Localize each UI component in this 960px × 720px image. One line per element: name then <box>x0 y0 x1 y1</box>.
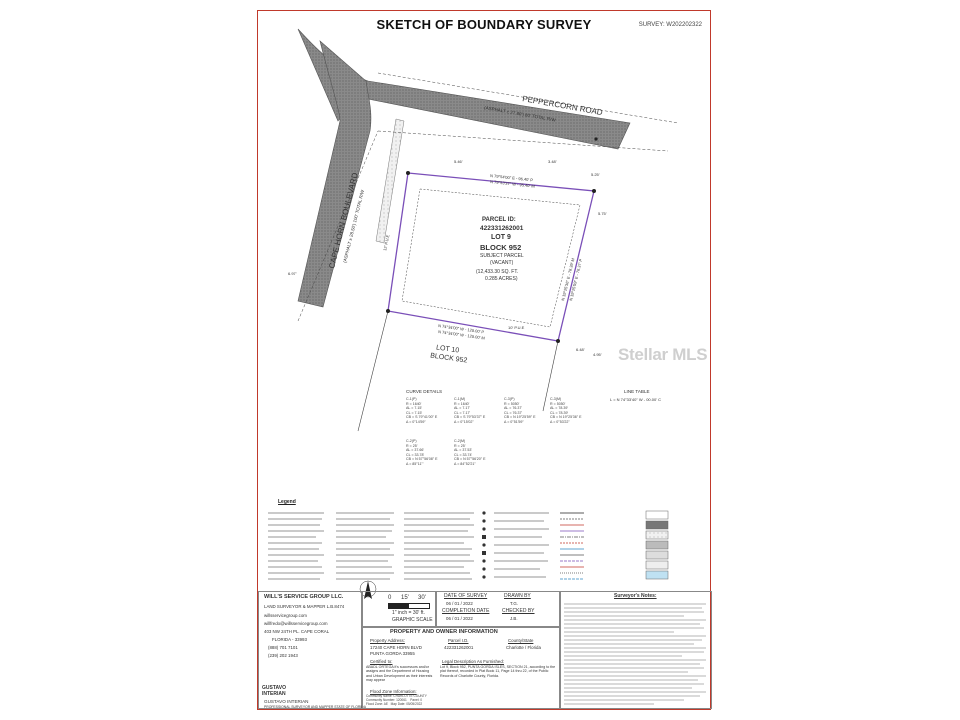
survey-number: SURVEY: W202202322 <box>638 22 702 28</box>
legal-value: Lot 9, Block 952, PUNTA GORDA ISLES, SEC… <box>440 665 556 678</box>
company-state: FLORIDA - 33993 <box>272 637 307 642</box>
svg-text:N 74°34'00" W - 125.00' M: N 74°34'00" W - 125.00' M <box>438 329 485 340</box>
completion-date-value: 06 / 01 / 2022 <box>446 616 473 621</box>
checked-by-value: J.B. <box>510 616 518 621</box>
page-title: SKETCH OF BOUNDARY SURVEY <box>376 17 592 32</box>
scale-label: GRAPHIC SCALE <box>392 617 433 623</box>
plat-drawing: N 79°54'00" E - 96.40' P N 79°53'37" W -… <box>288 28 679 599</box>
svg-text:N 79°54'00" E - 96.40' P: N 79°54'00" E - 96.40' P <box>490 173 534 183</box>
company-role: LAND SURVEYOR & MAPPER L.B.8474 <box>264 604 345 609</box>
scale-ratio: 1" inch = 30' ft. <box>392 610 425 616</box>
property-city: PUNTA GORDA 33955 <box>370 651 415 656</box>
curve-c1p: C-1(P) R = 1640' AL = 7.15' CL = 7.15' C… <box>406 397 438 424</box>
svg-text:5.25': 5.25' <box>591 172 600 177</box>
flood-value: Community Name: CHARLOTTE COUNTY Communi… <box>366 694 427 706</box>
drawn-by-value: T.G. <box>510 601 519 606</box>
notes-title: Surveyor's Notes: <box>614 593 657 599</box>
curve-c2p: C-2(P) R = 25' AL = 37.66' CL = 33.78' C… <box>406 439 438 466</box>
line-table-row: L = N 74°33'40" W - 00.00' C <box>610 397 661 402</box>
svg-text:5.75': 5.75' <box>598 211 607 216</box>
signature-name: GUSTAVO INTERIAN <box>262 685 286 697</box>
company-phone1: (888) 701 7101 <box>268 645 298 650</box>
scale-tick-2: 30' <box>418 595 426 601</box>
capehorn-road <box>297 40 372 308</box>
svg-text:4.95': 4.95' <box>593 352 602 357</box>
svg-text:N 79°53'37" W - 95.40' M: N 79°53'37" W - 95.40' M <box>490 179 535 189</box>
line-table-title: LINE TABLE <box>624 389 650 394</box>
flood-label: Flood Zone Information: <box>370 689 417 694</box>
svg-text:5.46': 5.46' <box>454 159 463 164</box>
parcel-id-info-label: Parcel I.D. <box>448 638 469 643</box>
property-address: 17240 CAPE HORN BLVD <box>370 645 422 650</box>
svg-text:6.48': 6.48' <box>576 347 585 352</box>
signature-license: PROFESSIONAL SURVEYOR AND MAPPER STATE O… <box>264 705 366 709</box>
parcel-subject: SUBJECT PARCEL <box>480 253 524 259</box>
scale-bar <box>388 603 430 609</box>
company-email2: willfredo@willsservicegroup.com <box>264 621 328 626</box>
parcel-block: BLOCK 952 <box>480 243 522 252</box>
date-of-survey-value: 06 / 01 / 2022 <box>446 601 473 606</box>
parcel-id-info: 422331262001 <box>444 645 474 650</box>
curve-details-title: CURVE DETAILS <box>406 389 443 394</box>
parcel-lot: LOT 9 <box>491 234 511 241</box>
svg-text:6.97': 6.97' <box>288 271 297 276</box>
property-address-label: Property Address: <box>370 638 405 643</box>
legal-label: Legal Description As Furnished: <box>442 659 504 664</box>
certified-value: ABADL ORTEGA it's successors and/or assi… <box>366 665 433 683</box>
survey-sheet: SKETCH OF BOUNDARY SURVEY SURVEY: W20220… <box>257 10 712 710</box>
sidewalk <box>375 118 405 244</box>
county-label: County/State <box>508 638 534 643</box>
curve-c2m: C-2(M) R = 25' AL = 37.53' CL = 33.74' C… <box>454 439 486 466</box>
checked-by-label: CHECKED BY <box>502 608 535 614</box>
company-address: 403 NW 24TH PL. CAPE CORAL <box>264 629 330 634</box>
scale-tick-0: 0 <box>388 595 392 601</box>
scale-block <box>362 591 436 627</box>
parcel-area-sqft: (12,433.30 SQ. FT. <box>476 269 519 275</box>
property-header: PROPERTY AND OWNER INFORMATION <box>390 629 498 635</box>
company-name: WILL'S SERVICE GROUP LLC. <box>264 594 344 600</box>
county-value: Charlotte / Florida <box>506 645 541 650</box>
parcel-id-label: PARCEL ID: <box>482 217 516 223</box>
svg-text:N 74°34'00" W - 125.00' P: N 74°34'00" W - 125.00' P <box>438 323 485 334</box>
parcel-status: (VACANT) <box>490 260 514 266</box>
certified-label: Certified to: <box>370 659 393 664</box>
svg-text:3.48': 3.48' <box>548 159 557 164</box>
svg-text:12' P.U.E: 12' P.U.E <box>382 234 390 251</box>
north-arrow-icon <box>359 580 377 599</box>
company-phone2: (239) 202 1943 <box>268 653 298 658</box>
property-block <box>362 627 560 709</box>
scale-tick-1: 15' <box>401 595 409 601</box>
legend-block <box>264 507 704 593</box>
company-email1: willsservicegroup.com <box>264 613 307 618</box>
parcel-area-acres: 0.285 ACRES) <box>485 276 518 282</box>
date-of-survey-label: DATE OF SURVEY <box>444 593 488 599</box>
company-block <box>258 591 362 709</box>
completion-date-label: COMPLETION DATE <box>442 608 490 614</box>
drawn-by-label: DRAWN BY <box>504 593 531 599</box>
dates-block <box>436 591 560 627</box>
watermark: Stellar MLS <box>618 345 708 364</box>
parcel-id: 422331262001 <box>480 225 524 232</box>
curve-c1m: C-1(M) R = 1640' AL = 7.17' CL = 7.17' C… <box>454 397 486 424</box>
notes-block <box>560 591 712 709</box>
curve-c3m: C-3(M) R = 5050' AL = 78.39' CL = 78.39'… <box>550 397 582 424</box>
curve-c3p: C-3(P) R = 5050' AL = 76.37' CL = 76.37'… <box>504 397 536 424</box>
notes-text-lines <box>564 603 706 705</box>
svg-text:10' P.U.E: 10' P.U.E <box>508 325 525 330</box>
legend-title: Legend <box>278 499 296 505</box>
signature-full-name: GUSTAVO INTERIAN <box>264 699 309 704</box>
